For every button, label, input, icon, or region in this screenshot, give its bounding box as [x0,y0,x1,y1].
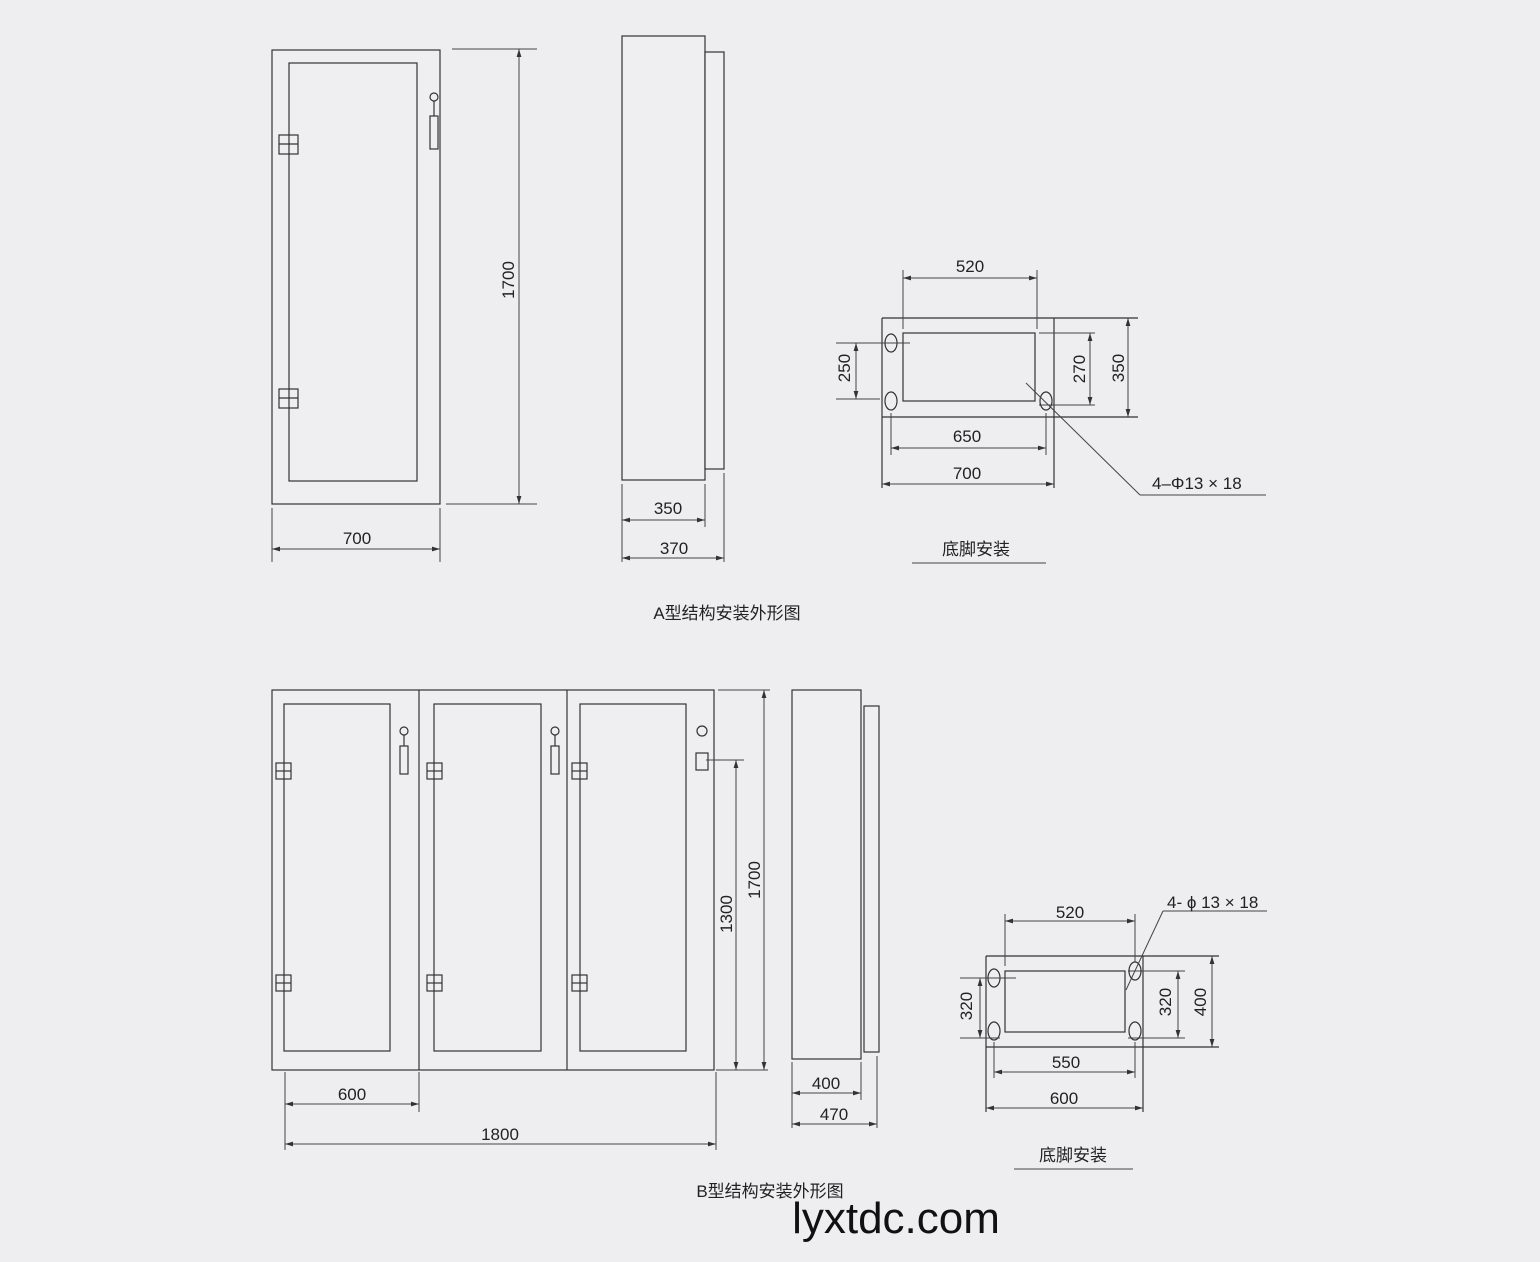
b-total-width-label: 1800 [481,1125,519,1144]
a-base-inner-w: 650 [953,427,981,446]
b-caption: B型结构安装外形图 [696,1182,843,1201]
b-base-inner-h: 320 [1156,988,1175,1016]
b-door-window [283,703,391,1052]
b-mount-hole [1128,1021,1142,1041]
b-height-label: 1700 [745,861,764,899]
b-side-depth-outer-label: 470 [820,1105,848,1124]
a-cabinet-side [621,35,706,481]
a-base-inner-h: 270 [1070,355,1089,383]
b-base-holes-label: 4- ϕ 13 × 18 [1167,893,1258,912]
a-side-view: 350 370 [621,35,725,562]
a-caption: A型结构安装外形图 [653,604,800,623]
section-b: 1300 1700 600 1800 400 470 [271,689,1267,1201]
a-base-outer-h: 350 [1109,354,1128,382]
b-side-depth-inner-label: 400 [812,1074,840,1093]
a-mount-hole [1039,391,1053,411]
b-lock-handle [399,726,560,775]
b-indicator-light [696,725,708,737]
b-door-profile [863,705,880,1053]
b-cabinet-side [791,689,862,1060]
b-meter-window [695,752,709,771]
b-base-view: 520 320 320 400 550 600 4- ϕ 13 × 18 底脚安… [957,893,1267,1170]
watermark: lyxtdc.com [792,1194,1000,1243]
a-hinge-bottom [278,388,299,409]
b-door-height-label: 1300 [717,895,736,933]
a-side-depth-outer-label: 370 [660,539,688,558]
b-mount-hole [987,1021,1001,1041]
a-base-opening [902,332,1036,402]
b-unit-width-label: 600 [338,1085,366,1104]
b-base-hole-spacing-h: 320 [957,992,976,1020]
b-front-view: 1300 1700 600 1800 [271,689,770,1150]
a-base-hole-spacing-h: 250 [835,354,854,382]
b-cabinet-front [271,689,715,1071]
a-base-view: 520 250 270 350 650 700 4–Φ13 × 18 底脚安装 [835,257,1266,564]
b-side-view: 400 470 [791,689,880,1128]
a-base-hole-spacing-w: 520 [956,257,984,276]
b-base-title: 底脚安装 [1039,1146,1107,1165]
a-height-label: 1700 [499,261,518,299]
a-front-view: 1700 700 [271,48,537,562]
b-door-window [579,703,687,1052]
a-door-window [288,62,418,482]
b-base-outer-h: 400 [1191,988,1210,1016]
b-door-window [433,703,542,1052]
a-cabinet-front [271,49,441,505]
a-base-holes-label: 4–Φ13 × 18 [1152,474,1242,493]
a-mount-hole [884,391,898,411]
b-base-opening [1004,970,1126,1033]
a-side-depth-inner-label: 350 [654,499,682,518]
a-width-label: 700 [343,529,371,548]
b-base-inner-w: 550 [1052,1053,1080,1072]
a-hinge-top [278,134,299,155]
b-base-outer-w: 600 [1050,1089,1078,1108]
a-lock-handle [429,92,439,150]
a-base-outer-w: 700 [953,464,981,483]
a-door-profile [704,51,725,470]
b-base-hole-spacing-w: 520 [1056,903,1084,922]
a-base-title: 底脚安装 [942,540,1010,559]
section-a: 1700 700 350 370 [271,35,1266,623]
b-hinge [275,762,588,992]
